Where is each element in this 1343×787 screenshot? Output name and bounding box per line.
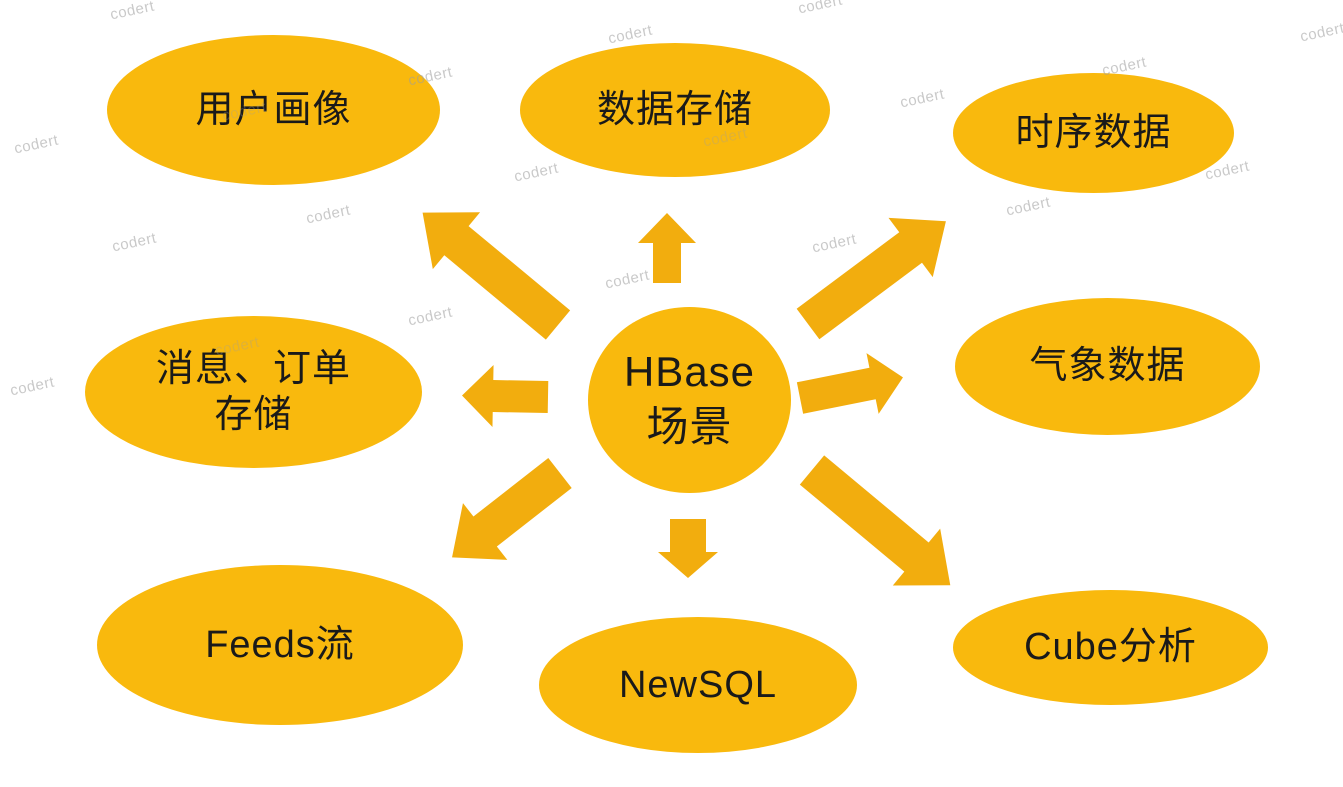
node-label: 气象数据 <box>1029 345 1186 388</box>
arrow-down-icon <box>658 519 718 578</box>
arrow-down-left-icon <box>452 458 572 560</box>
node-data-storage: 数据存储 <box>520 43 830 177</box>
node-newsql: NewSQL <box>539 617 857 753</box>
node-user-profile: 用户画像 <box>107 35 440 185</box>
node-label: 数据存储 <box>596 88 753 131</box>
arrow-up-left-icon <box>422 212 571 340</box>
node-weather-data: 气象数据 <box>955 298 1260 435</box>
arrow-down-right-icon <box>799 455 951 586</box>
node-cube-analysis: Cube分析 <box>953 590 1268 705</box>
node-label-line2: 存储 <box>214 394 293 436</box>
node-feeds-stream: Feeds流 <box>97 565 463 725</box>
arrow-left-icon <box>462 365 549 428</box>
node-label: 时序数据 <box>1015 111 1172 154</box>
node-label-line1: 消息、订单 <box>155 347 351 390</box>
node-message-order: 消息、订单 存储 <box>85 316 422 468</box>
node-label: NewSQL <box>618 663 778 706</box>
node-hbase-center: HBase 场景 <box>588 307 791 493</box>
arrow-up-right-icon <box>796 217 946 340</box>
arrow-up-icon <box>638 213 696 283</box>
node-label: Feeds流 <box>205 623 355 666</box>
center-label-line2: 场景 <box>646 403 733 450</box>
node-label: 用户画像 <box>195 88 352 131</box>
center-label-line1: HBase <box>623 348 756 396</box>
node-label: Cube分析 <box>1024 626 1197 669</box>
node-time-series: 时序数据 <box>953 73 1234 193</box>
arrow-right-icon <box>796 353 903 414</box>
